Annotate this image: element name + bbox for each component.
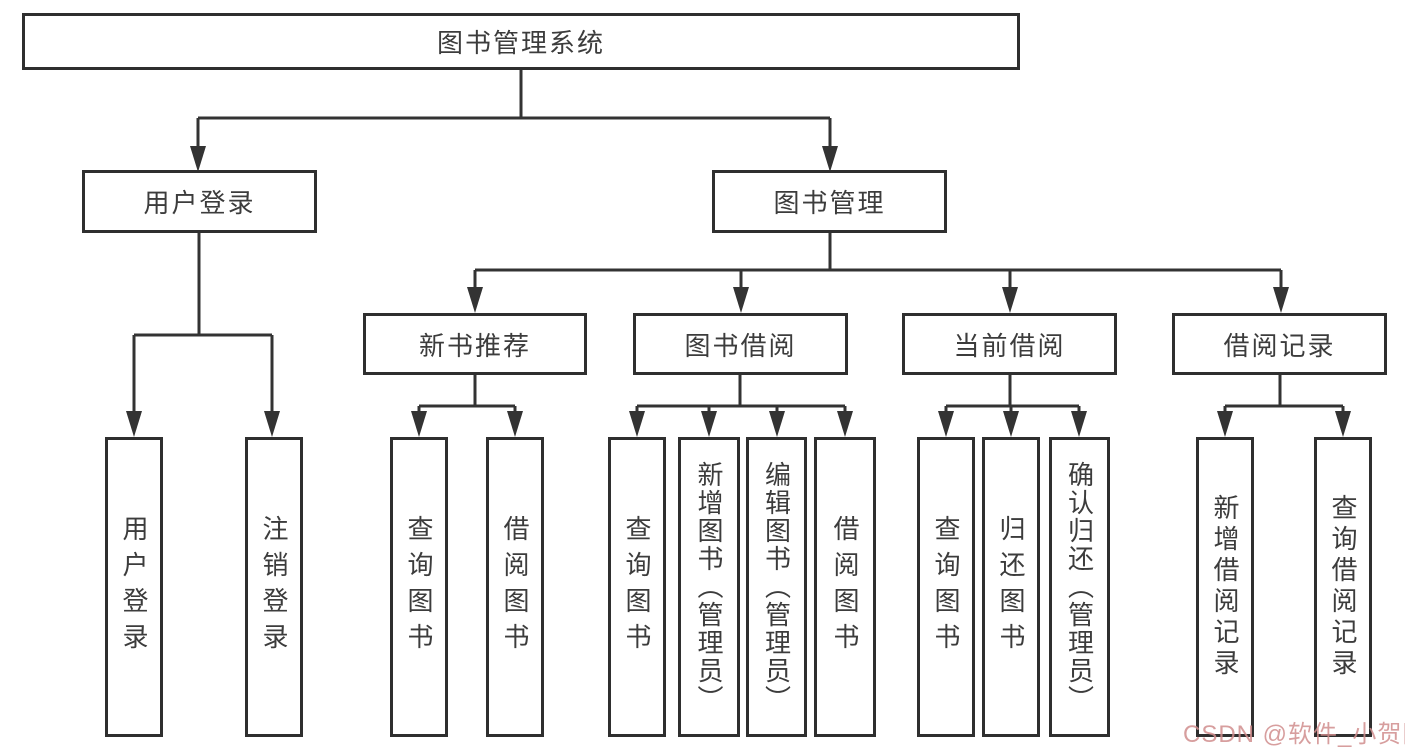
leaf-edit-books-admin: 编辑图书（管理员） (746, 437, 807, 737)
leaf-logout: 注销登录 (245, 437, 303, 737)
leaf-query-borrowing-record: 查询借阅记录 (1314, 437, 1372, 737)
node-book-management: 图书管理 (712, 170, 947, 233)
node-book-borrowing: 图书借阅 (633, 313, 848, 375)
leaf-confirm-return-admin: 确认归还（管理员） (1049, 437, 1110, 737)
leaf-add-books-admin: 新增图书（管理员） (678, 437, 740, 737)
leaf-user-login: 用户登录 (105, 437, 163, 737)
leaf-return-books: 归还图书 (982, 437, 1040, 737)
leaf-query-books-borrowing: 查询图书 (608, 437, 666, 737)
leaf-query-books-current: 查询图书 (917, 437, 975, 737)
leaf-borrow-books-recommend: 借阅图书 (486, 437, 544, 737)
leaf-query-books-recommend: 查询图书 (390, 437, 448, 737)
node-new-book-recommendation: 新书推荐 (363, 313, 587, 375)
csdn-watermark: CSDN @软件_小贺同学 (1183, 721, 1405, 747)
node-user-login: 用户登录 (82, 170, 317, 233)
leaf-borrow-books-borrowing: 借阅图书 (814, 437, 876, 737)
node-current-borrowing: 当前借阅 (902, 313, 1117, 375)
node-borrowing-records: 借阅记录 (1172, 313, 1387, 375)
node-library-management-system: 图书管理系统 (22, 13, 1020, 70)
leaf-add-borrowing-record: 新增借阅记录 (1196, 437, 1254, 737)
